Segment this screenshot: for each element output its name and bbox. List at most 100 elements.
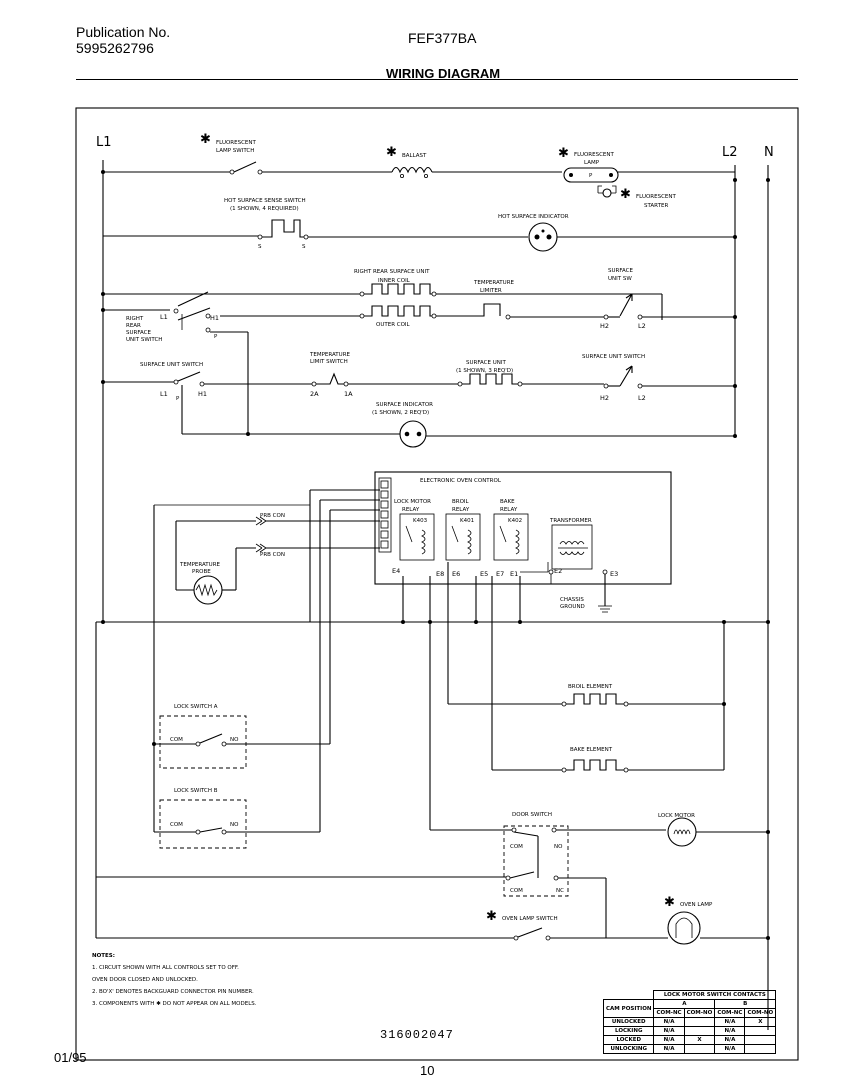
ballast-label: BALLAST — [402, 153, 427, 159]
subheader: COM-NC — [714, 1008, 746, 1018]
table-cell: N/A — [653, 1035, 685, 1045]
hot-surface-sense-label: HOT SURFACE SENSE SWITCH — [224, 198, 306, 204]
lock-switch-a-com-label: COM — [170, 737, 183, 743]
temperature-limiter-icon — [478, 303, 501, 317]
hot-surface-indicator-label: HOT SURFACE INDICATOR — [498, 214, 569, 220]
lock-switch-a-label: LOCK SWITCH A — [174, 704, 218, 710]
right-rear-unit-label: RIGHT REAR SURFACE UNIT — [354, 269, 430, 275]
title-underline — [76, 79, 798, 80]
table-cell: N/A — [714, 1044, 746, 1054]
surface-indicator-icon — [399, 420, 427, 448]
table-cell: N/A — [714, 1017, 746, 1027]
table-cell: N/A — [653, 1026, 685, 1036]
rr-switch-label-1: RIGHT — [126, 316, 144, 322]
prb-con-label-2: PRB CON — [260, 552, 285, 558]
k403-label: K403 — [413, 518, 428, 524]
starter-label-2: STARTER — [644, 203, 668, 209]
lock-motor-relay-label: LOCK MOTOR — [394, 499, 431, 505]
page-title: WIRING DIAGRAM — [386, 66, 501, 81]
row-position: LOCKING — [602, 1026, 655, 1036]
surface-unit-sw-label: SURFACE — [608, 268, 634, 274]
fluorescent-lamp-label-2: LAMP — [584, 160, 600, 166]
subheader: COM-NO — [744, 1008, 777, 1018]
surface-indicator-circuit: SURFACE INDICATOR (1 SHOWN, 2 REQ'D) — [182, 402, 737, 448]
inner-coil-icon — [364, 283, 436, 295]
publication-number: 5995262796 — [76, 40, 154, 56]
svg-text:1A: 1A — [344, 390, 353, 398]
surface-unit-mid-label: SURFACE UNIT — [466, 360, 506, 366]
table-cell: N/A — [653, 1017, 685, 1027]
bake-relay-label: BAKE — [500, 499, 515, 505]
surface-unit-sw-label-2: UNIT SW — [608, 276, 632, 282]
row-position: LOCKED — [602, 1035, 655, 1045]
svg-text:S: S — [302, 244, 306, 250]
svg-text:P: P — [589, 173, 593, 179]
oven-lamp-label: OVEN LAMP — [680, 902, 713, 908]
svg-text:P: P — [176, 396, 180, 402]
subheader: COM-NC — [653, 1008, 685, 1018]
notes: NOTES: 1. CIRCUIT SHOWN WITH ALL CONTROL… — [92, 950, 392, 1010]
door-switch: DOOR SWITCH COM NO COM NC — [96, 622, 666, 938]
row-position: UNLOCKING — [602, 1044, 655, 1054]
svg-text:E2: E2 — [554, 567, 562, 575]
door-switch-label: DOOR SWITCH — [512, 812, 552, 818]
broil-element-icon — [566, 693, 624, 705]
bake-element-icon — [566, 759, 624, 771]
svg-text:P: P — [214, 334, 218, 340]
k401-label: K401 — [460, 518, 474, 524]
temp-limit-switch-label: TEMPERATURE — [309, 352, 351, 358]
surface-indicator-label: SURFACE INDICATOR — [376, 402, 433, 408]
lock-motor-icon — [667, 817, 697, 847]
door-switch-com-top: COM — [510, 844, 523, 850]
ballast-star-icon: ✱ — [386, 145, 397, 160]
chassis-ground-icon — [598, 605, 612, 613]
table-cell — [744, 1044, 777, 1054]
col-a-header: A — [653, 999, 716, 1009]
svg-text:L2: L2 — [638, 322, 646, 330]
svg-text:L1: L1 — [160, 390, 168, 398]
door-switch-com-bottom: COM — [510, 888, 523, 894]
temperature-probe-label-2: PROBE — [192, 569, 211, 575]
surface-unit-element-icon — [462, 373, 518, 385]
label-l2: L2 — [722, 145, 738, 160]
oven-lamp-switch-label: OVEN LAMP SWITCH — [502, 916, 558, 922]
temp-limit-switch-label-2: LIMIT SWITCH — [310, 359, 348, 365]
drawing-number: 316002047 — [380, 1028, 454, 1042]
k402-label: K402 — [508, 518, 522, 524]
hot-surface-sense-switch-icon — [262, 219, 304, 238]
surface-unit-circuit: SURFACE UNIT SWITCH L1 H1 P TEMPERATURE … — [101, 352, 737, 434]
temperature-limiter-label-2: LIMITER — [480, 288, 502, 294]
fluorescent-lamp-icon — [563, 167, 619, 183]
broil-relay-label: BROIL — [452, 499, 470, 505]
svg-text:H1: H1 — [198, 390, 207, 398]
lock-switch-b-label: LOCK SWITCH B — [174, 788, 218, 794]
chassis-ground-label-2: GROUND — [560, 604, 585, 610]
connector-pin-block — [378, 477, 392, 553]
surface-unit-switch-right-label: SURFACE UNIT SWITCH — [582, 354, 645, 360]
table-cell: N/A — [653, 1044, 685, 1054]
fluorescent-lamp-switch-label: FLUORESCENT — [216, 140, 257, 146]
row-position: UNLOCKED — [602, 1017, 655, 1027]
fluorescent-lamp-label: FLUORESCENT — [574, 152, 615, 158]
oven-lamp-icon — [667, 911, 701, 945]
svg-text:S: S — [258, 244, 262, 250]
chassis-ground-label: CHASSIS — [560, 597, 584, 603]
broil-relay-label-2: RELAY — [452, 507, 470, 513]
svg-text:E7: E7 — [496, 570, 504, 578]
table-cell: X — [683, 1035, 716, 1045]
model-number: FEF377BA — [408, 30, 477, 46]
diagram-border — [75, 107, 799, 1061]
prb-con-label-1: PRB CON — [260, 513, 285, 519]
starter-label: FLUORESCENT — [636, 194, 677, 200]
bake-element-label: BAKE ELEMENT — [570, 747, 613, 753]
table-row: UNLOCKING N/A N/A — [602, 1044, 777, 1054]
table-cell: X — [744, 1017, 777, 1027]
surface-unit-mid-label-2: (1 SHOWN, 3 REQ'D) — [456, 368, 513, 374]
oven-lamp-circuit: ✱ OVEN LAMP ✱ OVEN LAMP SWITCH — [95, 877, 770, 945]
note-line: 2. BO'X' DENOTES BACKGUARD CONNECTOR PIN… — [92, 989, 254, 995]
lock-switch-a-no-label: NO — [230, 737, 239, 743]
temperature-limiter-label: TEMPERATURE — [473, 280, 515, 286]
svg-text:E3: E3 — [610, 570, 618, 578]
broil-relay-icon — [445, 513, 481, 561]
